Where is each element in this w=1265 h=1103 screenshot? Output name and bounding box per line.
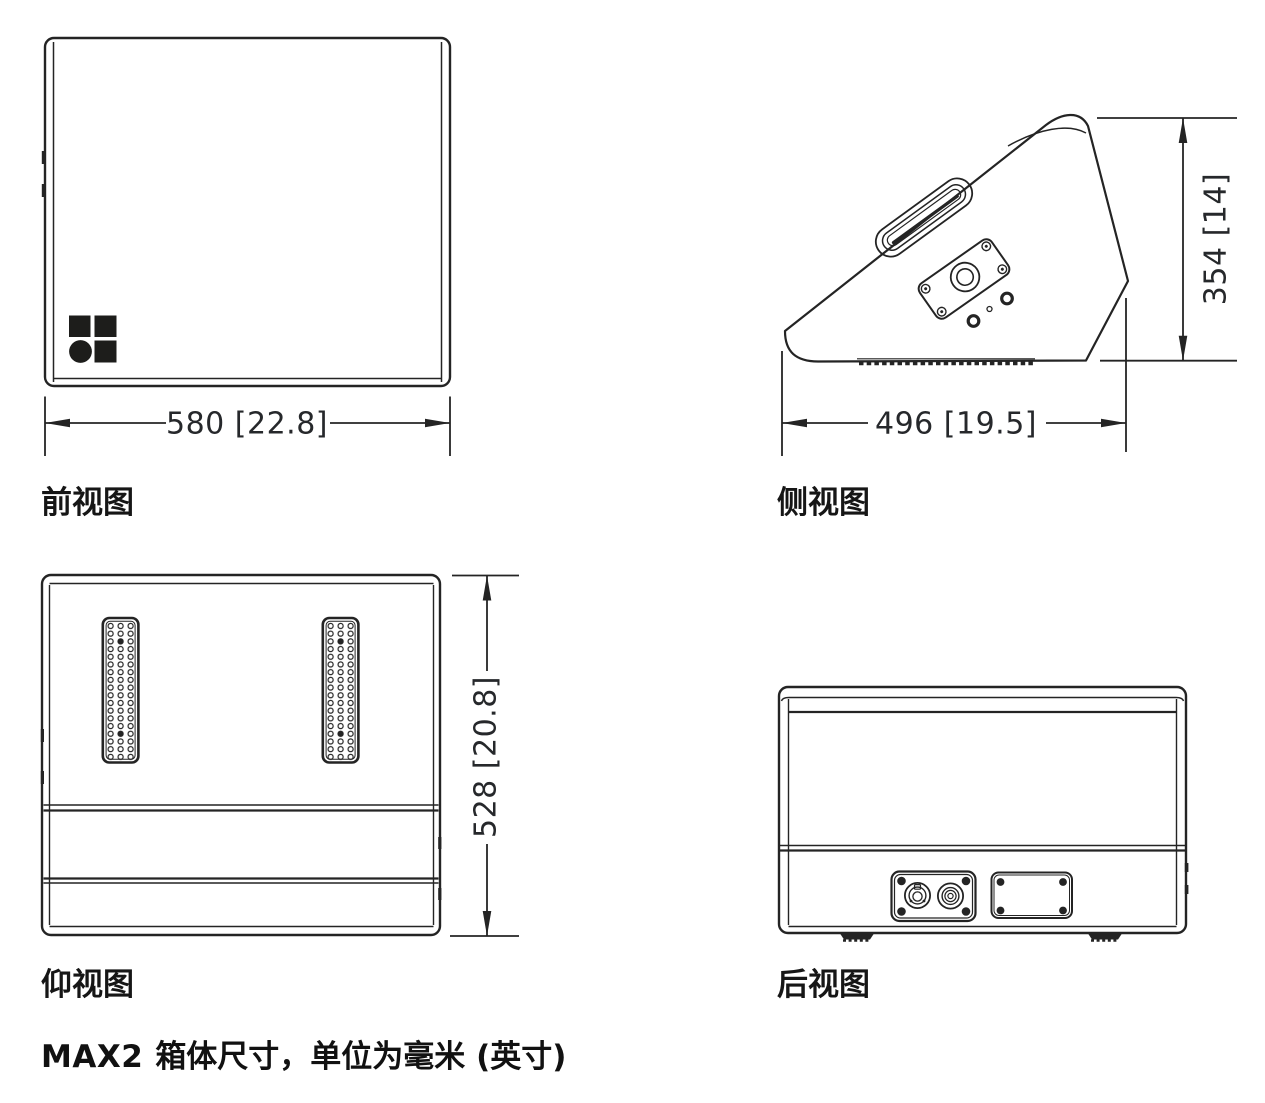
edge-mark: [40, 771, 44, 784]
edge-mark: [1184, 885, 1189, 894]
flange-socket-inner: [956, 268, 975, 287]
side-height-dimension: [1097, 117, 1237, 362]
rear-cabinet-outline: [777, 685, 1188, 935]
panel-divider-2: [43, 877, 439, 884]
top-panel-seam: [1007, 127, 1087, 147]
screw-hole-filled: [337, 638, 344, 645]
top-seam: [780, 696, 1185, 702]
edge-mark: [438, 837, 442, 849]
arrowhead-down: [1178, 335, 1188, 361]
db-logo: [69, 315, 117, 363]
runner-strip-left: [101, 616, 140, 764]
blank-plate: [990, 871, 1073, 919]
front-cabinet-outline: [43, 36, 452, 388]
side-depth-dimension-text: 496 [19.5]: [874, 406, 1038, 442]
bottom-runner-strip: [857, 358, 1035, 366]
front-view-label: 前视图: [41, 485, 134, 521]
front-view-drawing: [41, 36, 452, 388]
edge-mark: [41, 184, 45, 197]
side-cabinet-outline: [783, 113, 1130, 363]
bottom-view-drawing: [40, 573, 442, 937]
front-width-dimension: [44, 396, 451, 456]
front-width-dimension-text: 580 [22.8]: [165, 406, 329, 442]
flange-socket-outer: [949, 261, 981, 293]
screw-hole-filled: [337, 730, 344, 737]
bottom-cabinet-outline: [40, 573, 442, 937]
plate-screws: [920, 241, 1008, 317]
mid-divider: [779, 844, 1186, 852]
speakon-connector-1: [904, 882, 932, 910]
runner-strip-right: [321, 616, 360, 764]
arrowhead-left: [45, 418, 70, 428]
rear-feet: [840, 933, 1122, 940]
arrowhead-right: [425, 418, 450, 428]
screw-hole-filled: [117, 730, 124, 737]
rear-view-drawing: [777, 685, 1189, 942]
plate-screws: [996, 878, 1067, 915]
caption-text: 箱体尺寸，单位为毫米 (英寸): [155, 1039, 567, 1075]
arrowhead-up: [1178, 118, 1188, 143]
bottom-view-label: 仰视图: [41, 967, 134, 1003]
caption-model-name: MAX2: [41, 1039, 144, 1075]
arrowhead-down: [482, 911, 492, 936]
side-view-label: 侧视图: [777, 485, 870, 521]
side-height-dimension-text: 354 [14]: [1198, 172, 1234, 306]
bottom-depth-dimension: [450, 574, 519, 937]
rigging-points: [966, 291, 1014, 328]
stand-flange-plate: [917, 238, 1011, 320]
arrowhead-left: [782, 418, 807, 428]
arrowhead-up: [482, 575, 492, 601]
arrowhead-right: [1101, 418, 1126, 428]
edge-mark: [41, 151, 45, 164]
screw-hole-filled: [117, 638, 124, 645]
bottom-depth-dimension-text: 528 [20.8]: [468, 675, 504, 839]
edge-mark: [438, 888, 442, 900]
panel-divider-1: [43, 804, 439, 812]
edge-mark: [1184, 863, 1189, 872]
rear-view-label: 后视图: [777, 967, 870, 1003]
edge-mark: [40, 729, 44, 742]
connector-panel: [890, 870, 977, 923]
drawing-caption: MAX2 箱体尺寸，单位为毫米 (英寸): [41, 1031, 566, 1076]
panel-screws: [897, 876, 971, 916]
side-depth-dimension: [781, 298, 1127, 456]
speakon-connector-2: [937, 882, 965, 910]
side-view-drawing: [783, 113, 1130, 366]
handle-slot: [874, 177, 974, 258]
